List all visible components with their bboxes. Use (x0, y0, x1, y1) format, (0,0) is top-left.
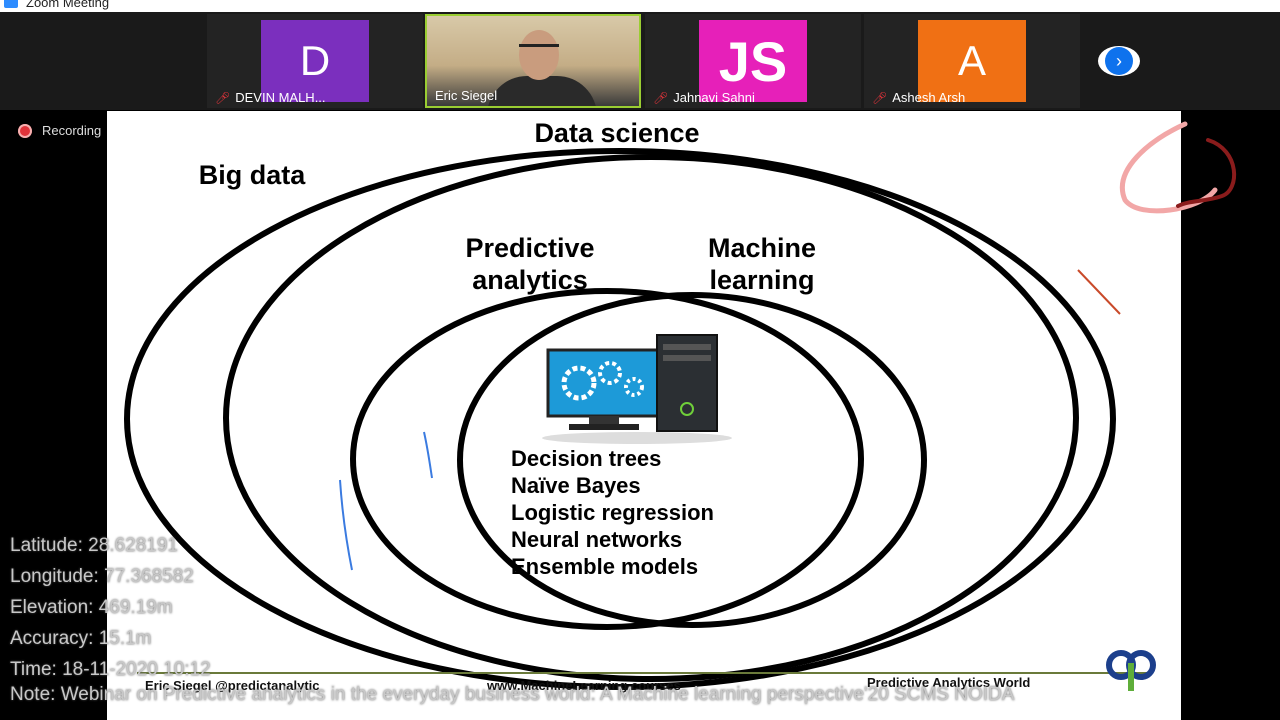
window-titlebar: Zoom Meeting (0, 0, 1280, 12)
chevron-right-icon: › (1105, 47, 1133, 75)
annotation-red-loop (1176, 138, 1237, 208)
shared-screen-slide: Data science Big data Predictive analyti… (107, 111, 1181, 720)
label-data-science: Data science (534, 118, 700, 148)
elevation-text: Elevation: 469.19m (10, 597, 173, 618)
predictive-analytics-ellipse (350, 288, 864, 630)
longitude-text: Longitude: 77.368582 (10, 566, 194, 587)
list-item: Logistic regression (511, 500, 714, 525)
recording-indicator[interactable]: Recording (18, 123, 101, 138)
participant-name: Jahnavi Sahni (673, 90, 755, 105)
label-predictive: Predictive (465, 233, 595, 263)
geo-tag-overlay: Latitude: 28.628191 Longitude: 77.368582… (10, 530, 211, 685)
methods-list: Decision trees Naïve Bayes Logistic regr… (511, 445, 714, 580)
note-text: Note: Webinar on Predictive analytics in… (10, 684, 1015, 705)
participant-name: Ashesh Arsh (892, 90, 966, 105)
time-text: Time: 18-11-2020 10:12 (10, 659, 211, 680)
window-title: Zoom Meeting (26, 0, 110, 10)
mic-muted-icon: 🎤︎ (872, 90, 888, 105)
zoom-app-icon (4, 0, 18, 8)
record-icon (18, 123, 32, 138)
latitude-text: Latitude: 28.628191 (10, 535, 178, 556)
next-participants-button[interactable]: › (1098, 46, 1140, 76)
participant-tile-jahnavi[interactable]: JS 🎤︎ Jahnavi Sahni (645, 14, 861, 108)
avatar: D (261, 20, 369, 102)
list-item: Neural networks (511, 527, 683, 552)
big-data-ellipse (124, 148, 1116, 690)
recording-label: Recording (42, 123, 102, 138)
data-science-ellipse (223, 154, 1079, 682)
label-learning: learning (709, 265, 815, 295)
machine-learning-ellipse (457, 292, 927, 628)
paw-logo (1106, 650, 1156, 691)
avatar: JS (699, 20, 807, 102)
footer-brand: Predictive Analytics World (867, 675, 1031, 690)
mic-muted-icon: 🎤︎ (215, 90, 231, 105)
footer-author: Eric Siegel @predictanalytic (145, 678, 320, 693)
avatar: A (918, 20, 1026, 102)
footer-website: www.MachineLearning.courses (487, 678, 681, 693)
list-item: Ensemble models (511, 554, 699, 579)
participant-tile-eric-siegel[interactable]: Eric Siegel (425, 14, 641, 108)
participant-tile-ashesh[interactable]: A 🎤︎ Ashesh Arsh (864, 14, 1080, 108)
participant-tile-devin[interactable]: D 🎤︎ DEVIN MALH... (207, 14, 423, 108)
participant-name: DEVIN MALH... (235, 90, 326, 105)
accuracy-text: Accuracy: 15.1m (10, 628, 152, 649)
label-big-data: Big data (198, 160, 306, 190)
participant-name: Eric Siegel (435, 88, 498, 103)
label-analytics: analytics (472, 265, 588, 295)
mic-muted-icon: 🎤︎ (653, 90, 669, 105)
list-item: Decision trees (511, 446, 662, 471)
venn-diagram (124, 148, 1116, 690)
list-item: Naïve Bayes (511, 473, 641, 498)
label-machine: Machine (707, 233, 817, 263)
participant-video (427, 16, 639, 106)
footer-divider (137, 672, 1147, 674)
computer-icon (542, 334, 732, 444)
participant-strip: D 🎤︎ DEVIN MALH... Eric Siegel JS 🎤︎ Jah… (0, 12, 1280, 110)
